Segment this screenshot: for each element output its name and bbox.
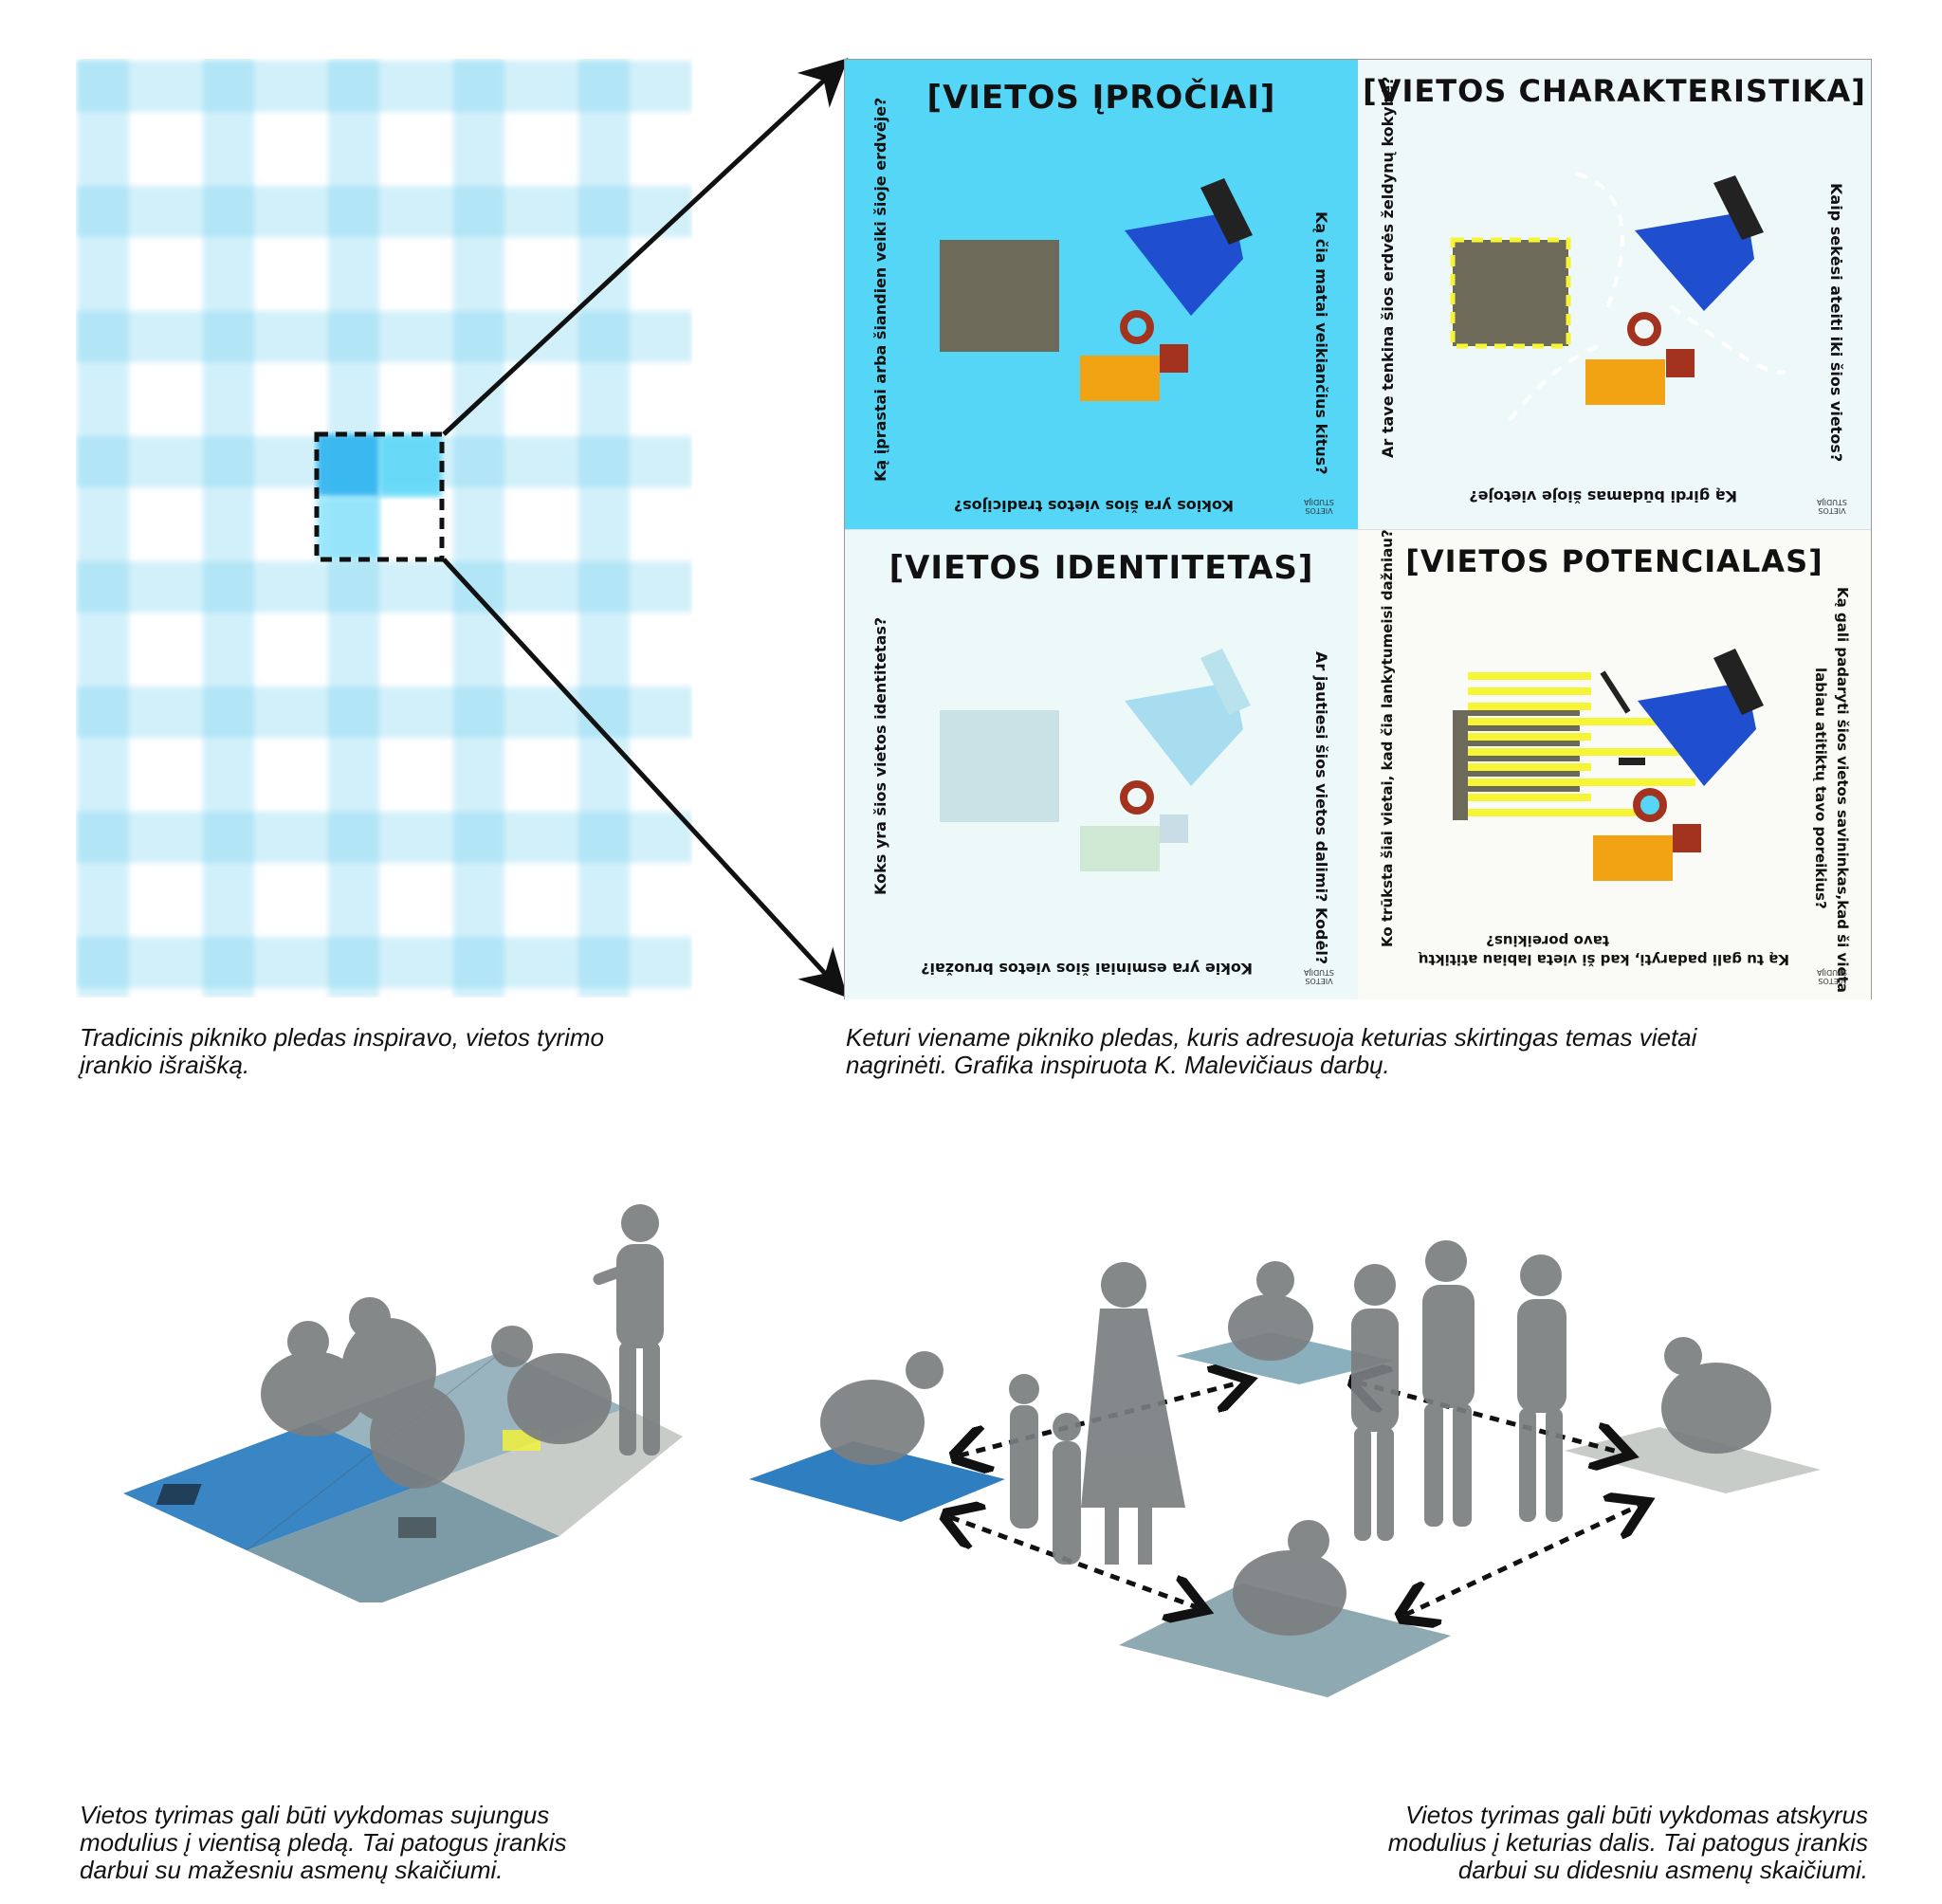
people-silhouettes <box>261 1204 664 1489</box>
malevich-composition <box>940 649 1251 871</box>
panel-vietos-iprociai: [VIETOS ĮPROČIAI] Ką įprastai arba šiand… <box>845 60 1358 529</box>
panel-vietos-charakteristika: [VIETOS CHARAKTERISTIKA] Ar tave tenkina… <box>1358 60 1871 529</box>
panel-logo: VIETOS STUDIJA <box>1303 968 1335 985</box>
people-silhouettes <box>820 1240 1771 1636</box>
panel-title: [VIETOS CHARAKTERISTIKA] <box>1363 73 1866 109</box>
malevich-composition <box>1453 649 1764 881</box>
panel-title: [VIETOS ĮPROČIAI] <box>926 79 1276 117</box>
panel-logo: VIETOS STUDIJA <box>1816 498 1848 515</box>
gingham-horizontal-stripe <box>76 186 692 237</box>
panel-title: [VIETOS IDENTITETAS] <box>889 549 1314 587</box>
caption-separated: Vietos tyrimas gali būti vykdomas atskyr… <box>1387 1801 1868 1884</box>
gingham-horizontal-stripe <box>76 61 692 112</box>
panel-vietos-identitetas: [VIETOS IDENTITETAS] Koks yra šios vieto… <box>845 529 1358 999</box>
malevich-composition <box>1450 172 1786 422</box>
caption-joined: Vietos tyrimas gali būti vykdomas sujung… <box>80 1801 567 1884</box>
panel-vietos-potencialas: [VIETOS POTENCIALAS] Ko trūksta šiai vie… <box>1358 529 1871 999</box>
panel-title: [VIETOS POTENCIALAS] <box>1405 543 1823 579</box>
caption-gingham: Tradicinis pikniko pledas inspiravo, vie… <box>80 1023 604 1079</box>
gingham-horizontal-stripe <box>76 561 692 613</box>
caption-quad: Keturi viename pikniko pledas, kuris adr… <box>846 1023 1697 1079</box>
zoom-arrows <box>442 58 849 998</box>
gingham-horizontal-stripe <box>76 311 692 362</box>
highlighted-module <box>314 431 445 562</box>
gingham-horizontal-stripe <box>76 812 692 863</box>
panel-logo: VIETOS STUDIJA <box>1303 498 1335 515</box>
joined-blanket-scene <box>123 1204 683 1602</box>
gingham-horizontal-stripe <box>76 687 692 738</box>
separated-blanket-scene <box>749 1240 1821 1697</box>
gingham-blanket <box>76 59 692 998</box>
malevich-composition <box>940 178 1253 401</box>
arrow-bottom <box>442 558 848 998</box>
panel-logo: VIETOS STUDIJA <box>1816 968 1848 985</box>
quad-blanket: [VIETOS ĮPROČIAI] Ką įprastai arba šiand… <box>844 59 1872 999</box>
arrow-top <box>442 58 849 436</box>
gingham-horizontal-stripe <box>76 937 692 988</box>
